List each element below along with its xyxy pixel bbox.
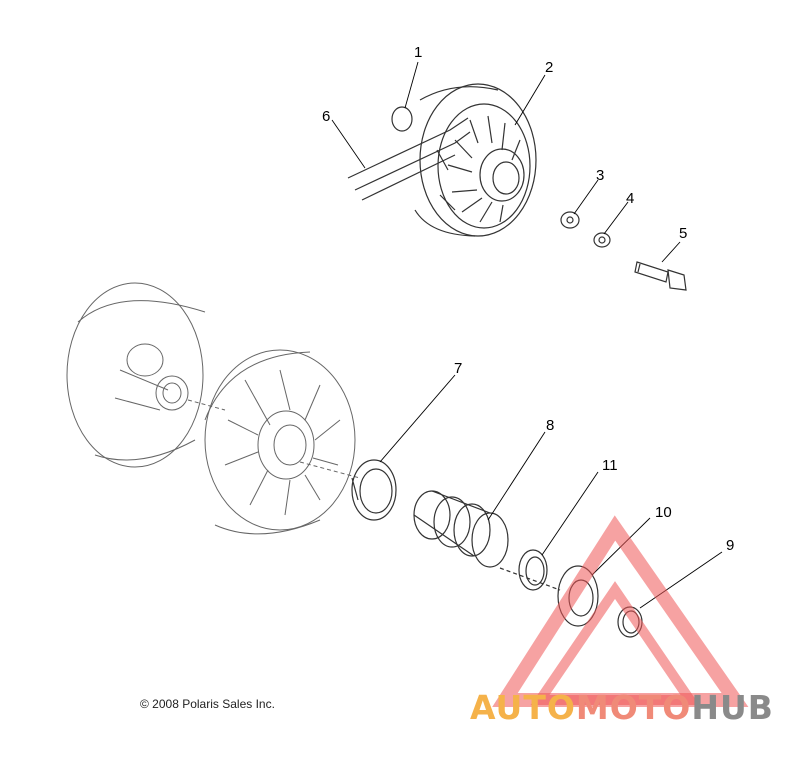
watermark-auto: AUTO xyxy=(470,688,576,727)
callout-labels: 1 2 3 4 5 6 7 8 9 10 11 xyxy=(322,44,734,554)
spring-part-8 xyxy=(413,490,509,568)
callout-4: 4 xyxy=(626,190,634,207)
callout-10: 10 xyxy=(655,504,672,521)
callout-3: 3 xyxy=(596,167,604,184)
callout-6: 6 xyxy=(322,108,330,125)
movable-sheave xyxy=(204,349,361,535)
watermark-hub: HUB xyxy=(691,688,774,727)
watermark-moto: MOTO xyxy=(575,688,692,727)
watermark-logo xyxy=(492,515,749,707)
drive-belt xyxy=(347,117,471,201)
callout-9: 9 xyxy=(726,537,734,554)
washer-part-3 xyxy=(560,211,580,229)
callout-1: 1 xyxy=(414,44,422,61)
washer-part-11 xyxy=(518,549,548,591)
driven-clutch-cover xyxy=(414,83,537,237)
bolt-part-5 xyxy=(634,261,687,291)
leader-lines xyxy=(331,61,723,609)
ring-part-1 xyxy=(391,106,413,132)
callout-11: 11 xyxy=(602,457,618,474)
stationary-sheave xyxy=(66,282,226,468)
callout-5: 5 xyxy=(679,225,687,242)
bearing-part-7 xyxy=(351,459,397,521)
callout-7: 7 xyxy=(454,360,462,377)
callout-2: 2 xyxy=(545,59,553,76)
watermark-text: AUTOMOTOHUB xyxy=(470,690,774,726)
copyright-notice: © 2008 Polaris Sales Inc. xyxy=(140,697,275,711)
lock-washer-part-4 xyxy=(593,232,611,248)
callout-8: 8 xyxy=(546,417,554,434)
